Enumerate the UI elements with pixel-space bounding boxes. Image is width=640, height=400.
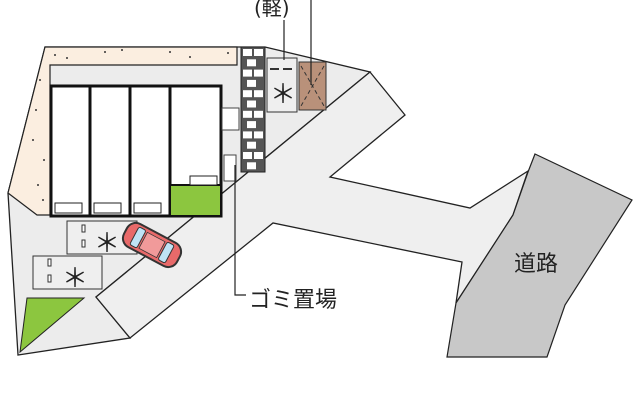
brick — [247, 162, 256, 170]
grass-patch — [169, 184, 222, 217]
grass-patch — [19, 297, 86, 354]
garbage-area — [223, 154, 237, 182]
brick — [243, 131, 252, 139]
parking-mark: ＊ — [270, 80, 297, 110]
planting-dots — [32, 49, 229, 201]
brick — [247, 100, 256, 108]
brick — [243, 90, 252, 98]
parking-mark: ＊ — [94, 229, 121, 259]
brick — [254, 90, 263, 98]
car-icon — [121, 221, 183, 269]
brick — [247, 79, 256, 87]
brick — [247, 141, 256, 149]
brick — [254, 131, 263, 139]
garbage-label: ゴミ置場 — [249, 288, 338, 313]
parking-space — [32, 255, 103, 290]
brick — [254, 69, 263, 77]
apartment-building — [49, 84, 240, 218]
garbage-leader-line — [234, 165, 246, 296]
brick — [247, 59, 256, 67]
brick — [243, 152, 252, 159]
brick — [243, 110, 252, 118]
kei-label: (軽) — [254, 0, 290, 20]
parking-mark: ＊ — [62, 264, 89, 294]
parking-space — [266, 57, 298, 113]
brick — [254, 110, 263, 118]
road — [446, 153, 633, 358]
brick — [243, 69, 252, 77]
brick-wall — [240, 46, 266, 173]
brick — [254, 152, 263, 159]
brick — [254, 49, 263, 56]
brick — [243, 49, 252, 56]
brick — [247, 121, 256, 129]
road-label: 道路 — [514, 252, 559, 277]
